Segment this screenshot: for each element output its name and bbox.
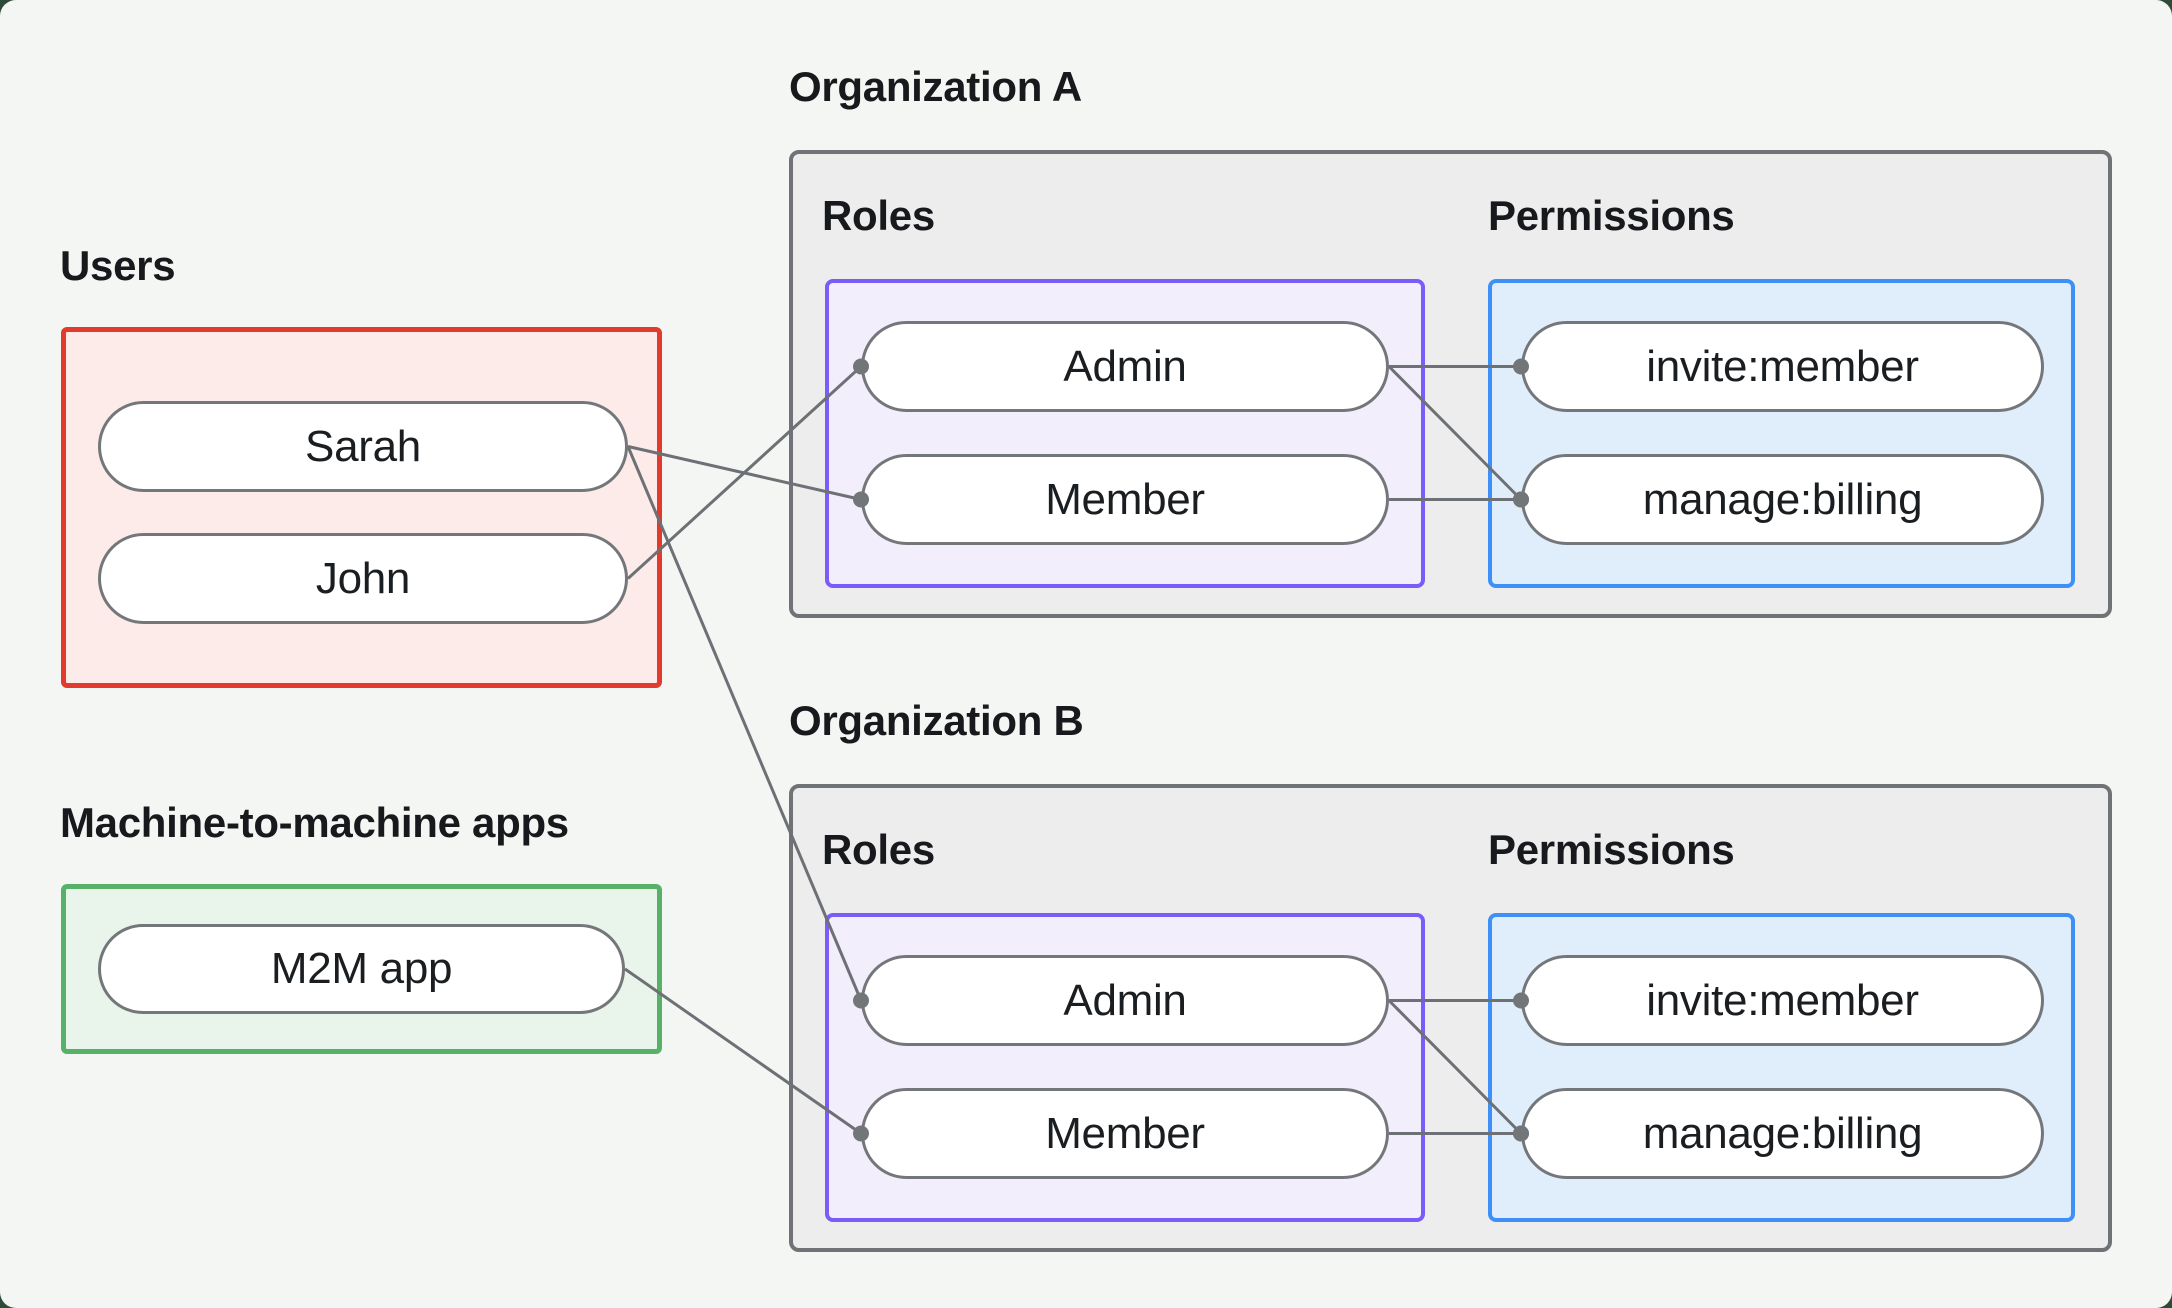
org-b-perm-billing-pill: manage:billing [1521, 1088, 2044, 1179]
users-section-title: Users [60, 242, 176, 289]
user-pill-john: John [98, 533, 628, 624]
org-a-role-member-pill: Member [861, 454, 1389, 545]
org-a-permissions-title: Permissions [1488, 192, 1735, 239]
org-b-title: Organization B [789, 697, 1084, 744]
org-b-perm-invite-pill: invite:member [1521, 955, 2044, 1046]
org-b-roles-title: Roles [822, 826, 935, 873]
org-a-title: Organization A [789, 63, 1082, 110]
m2m-app-pill: M2M app [98, 924, 625, 1014]
org-a-perm-billing-pill: manage:billing [1521, 454, 2044, 545]
org-a-perm-invite-pill: invite:member [1521, 321, 2044, 412]
users-group-box [61, 327, 662, 688]
org-b-role-admin-pill: Admin [861, 955, 1389, 1046]
org-b-permissions-title: Permissions [1488, 826, 1735, 873]
org-a-roles-title: Roles [822, 192, 935, 239]
m2m-section-title: Machine-to-machine apps [60, 799, 569, 846]
org-b-role-member-pill: Member [861, 1088, 1389, 1179]
org-a-role-admin-pill: Admin [861, 321, 1389, 412]
user-pill-sarah: Sarah [98, 401, 628, 492]
